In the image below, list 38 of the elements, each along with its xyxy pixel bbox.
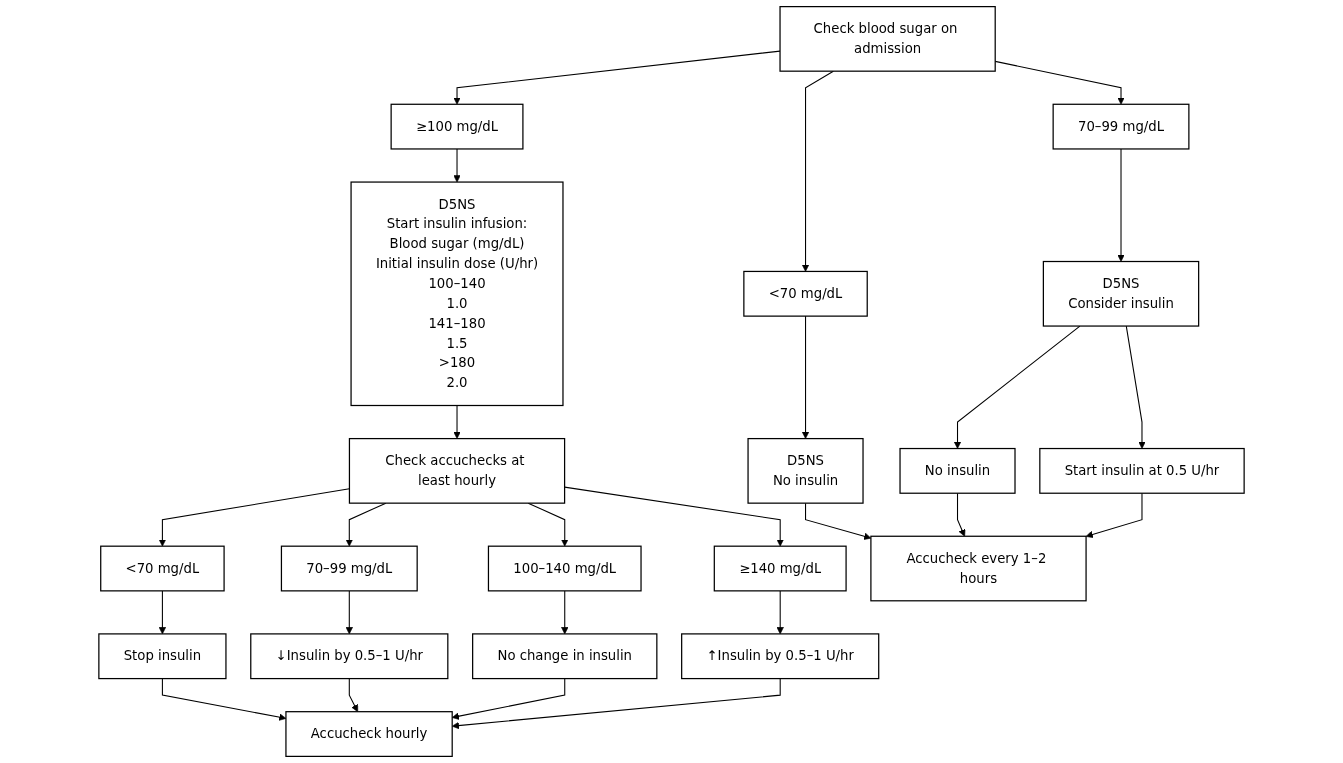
node-box: Check blood sugar on admission (779, 6, 996, 72)
arrow (953, 325, 1081, 449)
node-box: No change in insulin (472, 633, 658, 680)
arrow (801, 70, 834, 272)
node-box: D5NS Consider insulin (1042, 260, 1200, 327)
node-box: D5NS No insulin (747, 438, 864, 504)
node-box: ↑Insulin by 0.5–1 U/hr (681, 633, 880, 680)
arrow (564, 486, 784, 547)
node-box: Stop insulin (98, 633, 227, 680)
arrow (348, 678, 359, 712)
arrow (345, 590, 353, 635)
node-box: <70 mg/dL (743, 270, 868, 317)
arrow (776, 590, 784, 635)
arrow (453, 50, 781, 105)
node-box: 70–99 mg/dL (1052, 103, 1190, 150)
node-box: <70 mg/dL (100, 545, 225, 592)
node-box: D5NS Start insulin infusion: Blood sugar (mg/dL) Initial insulin dose (U/hr) 100–140 1.0 141–180 1.5 >180 2.0 (350, 181, 564, 407)
node-box: ↓Insulin by 0.5–1 U/hr (250, 633, 449, 680)
arrow (561, 590, 569, 635)
node-box: Accucheck every 1–2 hours (870, 535, 1087, 602)
node-box: 70–99 mg/dL (280, 545, 418, 592)
arrow (158, 488, 350, 547)
arrow (805, 502, 872, 540)
node-box: Accucheck hourly (285, 711, 453, 757)
arrow (1125, 325, 1146, 449)
arrow (801, 315, 810, 439)
arrow (158, 590, 167, 635)
node-box: Check accuchecks at least hourly (348, 438, 566, 504)
node-box: Start insulin at 0.5 U/hr (1039, 447, 1245, 494)
arrow (453, 404, 461, 439)
node-box: No insulin (899, 447, 1016, 494)
arrow (1085, 492, 1143, 538)
arrow (957, 492, 966, 537)
arrow (453, 148, 461, 183)
node-box: ≥140 mg/dL (713, 545, 847, 592)
arrow (1117, 148, 1125, 262)
node-box: 100–140 mg/dL (487, 545, 642, 592)
node-box: ≥100 mg/dL (390, 103, 524, 150)
